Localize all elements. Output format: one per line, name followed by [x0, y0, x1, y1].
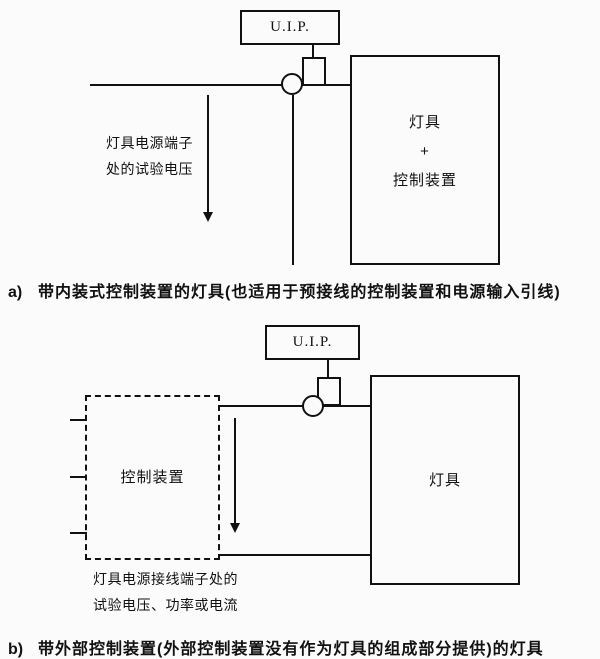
luminaire-label-b: 灯具 [428, 471, 461, 489]
caption-b: b) 带外部控制装置(外部控制装置没有作为灯具的组成部分提供)的灯具 [8, 635, 544, 659]
uip-connector-b [327, 359, 329, 377]
controlgear-label-b: 控制装置 [120, 469, 185, 486]
annotation-a-line1: 灯具电源端子 [106, 135, 193, 151]
test-voltage-arrow-line-b [234, 418, 236, 524]
component-box-a [302, 57, 326, 86]
caption-a-text: 带内装式控制装置的灯具(也适用于预接线的控制装置和电源输入引线) [38, 284, 561, 301]
controlgear-box-b: 控制装置 [85, 395, 220, 560]
caption-a-prefix: a) [8, 284, 23, 301]
terminal-tick-top [70, 419, 87, 421]
test-voltage-arrow-head-a [203, 212, 213, 222]
uip-label-b: U.I.P. [292, 334, 333, 350]
supply-line-b-bottom [220, 554, 370, 556]
uip-box-b: U.I.P. [265, 325, 360, 360]
uip-connector-a [312, 44, 314, 58]
controlgear-label-a: 控制装置 [392, 171, 457, 189]
measure-circle-b [302, 395, 324, 417]
plus-label-a: + [420, 142, 430, 160]
annotation-b-line1: 灯具电源接线端子处的 [93, 571, 238, 587]
uip-box-a: U.I.P. [240, 10, 340, 45]
annotation-b: 灯具电源接线端子处的 试验电压、功率或电流 [93, 566, 238, 618]
luminaire-controlgear-box-a: 灯具 + 控制装置 [350, 55, 500, 265]
measure-circle-a [281, 73, 303, 95]
caption-b-prefix: b) [8, 641, 24, 658]
luminaire-box-b: 灯具 [370, 375, 520, 585]
test-voltage-arrow-head-b [230, 523, 240, 533]
terminal-tick-middle [70, 476, 87, 478]
supply-line-b-top [220, 405, 370, 407]
terminal-tick-bottom [70, 532, 87, 534]
supply-line-a [90, 84, 350, 86]
caption-a: a) 带内装式控制装置的灯具(也适用于预接线的控制装置和电源输入引线) [8, 278, 561, 302]
uip-label-a: U.I.P. [270, 19, 310, 35]
annotation-a: 灯具电源端子 处的试验电压 [106, 130, 193, 182]
annotation-b-line2: 试验电压、功率或电流 [93, 597, 238, 613]
luminaire-label-a: 灯具 [408, 113, 441, 131]
annotation-a-line2: 处的试验电压 [106, 161, 193, 177]
test-voltage-arrow-line-a [207, 95, 209, 213]
conductor-line-a [292, 95, 294, 265]
caption-b-text: 带外部控制装置(外部控制装置没有作为灯具的组成部分提供)的灯具 [38, 641, 544, 658]
